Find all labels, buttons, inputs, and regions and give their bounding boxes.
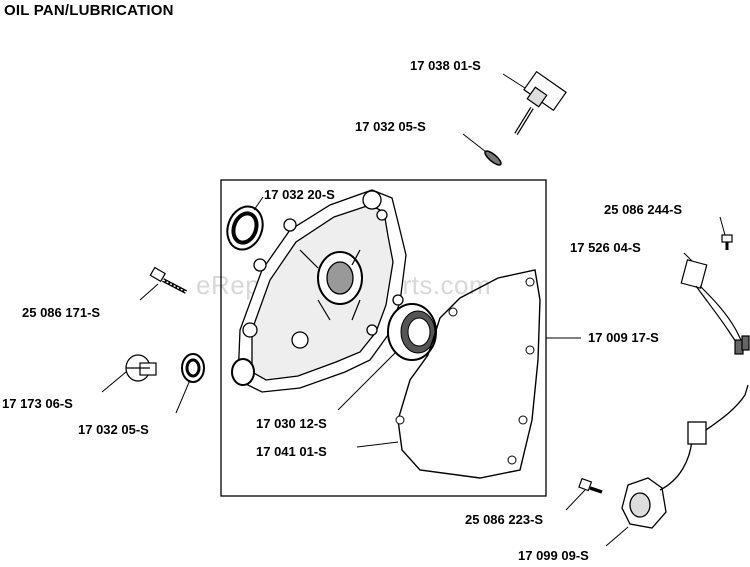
label-gasket: 17 041 01-S	[256, 444, 327, 459]
screw-left-drawing	[149, 266, 187, 294]
oring-top-drawing	[484, 150, 502, 166]
label-oil-seal: 17 032 20-S	[264, 187, 335, 202]
label-oil-fill-cap: 17 038 01-S	[410, 58, 481, 73]
page-title: OIL PAN/LUBRICATION	[4, 2, 174, 19]
label-drain-plug: 17 173 06-S	[2, 396, 73, 411]
oil-sentry-assembly-drawing	[621, 384, 749, 529]
label-screw-bottom: 25 086 223-S	[465, 512, 544, 527]
oring-drain-drawing	[181, 353, 205, 383]
leader-lines	[101, 73, 726, 547]
gasket-drawing	[397, 269, 541, 479]
label-drain-oring: 17 032 05-S	[78, 422, 149, 437]
label-dipstick-oring: 17 032 05-S	[355, 119, 426, 134]
label-oil-sentry-assembly: 17 099 09-S	[518, 548, 589, 563]
gasket-holes	[395, 277, 535, 465]
screw-top-right-drawing	[721, 234, 733, 250]
drain-plug-drawing	[125, 354, 157, 382]
label-gasket-right: 17 009 17-S	[588, 330, 659, 345]
oil-seal-drawing	[226, 205, 264, 251]
label-screw-top-right: 25 086 244-S	[604, 202, 683, 217]
label-screw-left: 25 086 171-S	[22, 305, 101, 320]
label-oil-sentry-switch: 17 526 04-S	[570, 240, 641, 255]
bearing-drawing	[387, 303, 437, 361]
oil-fill-cap-drawing	[514, 70, 567, 136]
screw-bottom-drawing	[578, 477, 603, 494]
oil-sentry-switch-drawing	[680, 259, 750, 355]
oil-pan-drawing	[231, 189, 407, 393]
label-bearing: 17 030 12-S	[256, 416, 327, 431]
